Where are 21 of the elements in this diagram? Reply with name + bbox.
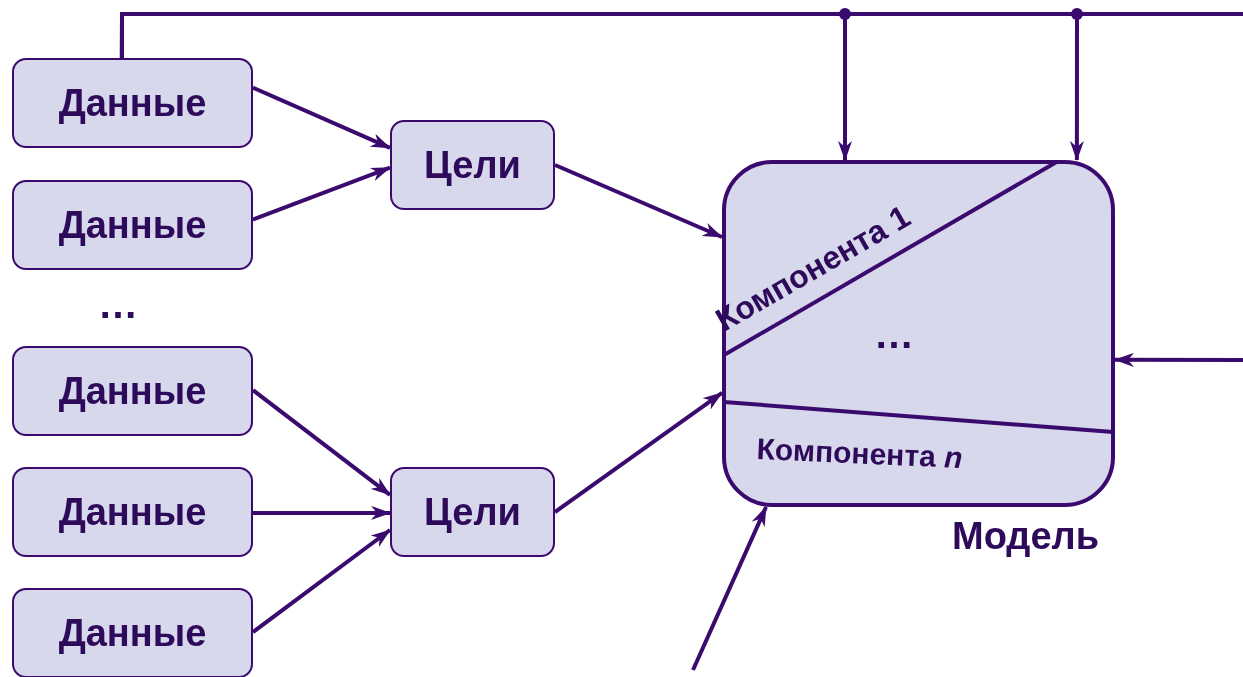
arrow <box>554 163 723 239</box>
arrow <box>252 85 391 150</box>
component-label: Компонента n <box>756 432 964 475</box>
block-caption: Модель <box>952 515 1100 558</box>
arrow <box>251 388 392 497</box>
ellipsis: … <box>98 282 138 327</box>
data-box: Данные <box>12 588 253 677</box>
arrow <box>1114 352 1243 367</box>
goal-box: Цели <box>390 120 555 210</box>
goal-box: Цели <box>390 467 555 557</box>
arrow <box>691 506 768 671</box>
arrow <box>553 391 724 514</box>
arrow <box>252 165 391 222</box>
arrow <box>251 528 392 634</box>
connector-line <box>119 12 1243 58</box>
data-box: Данные <box>12 346 253 436</box>
arrow <box>253 505 391 520</box>
ellipsis: … <box>874 312 914 357</box>
data-box: Данные <box>12 180 253 270</box>
data-box: Данные <box>12 467 253 557</box>
data-box: Данные <box>12 58 253 148</box>
